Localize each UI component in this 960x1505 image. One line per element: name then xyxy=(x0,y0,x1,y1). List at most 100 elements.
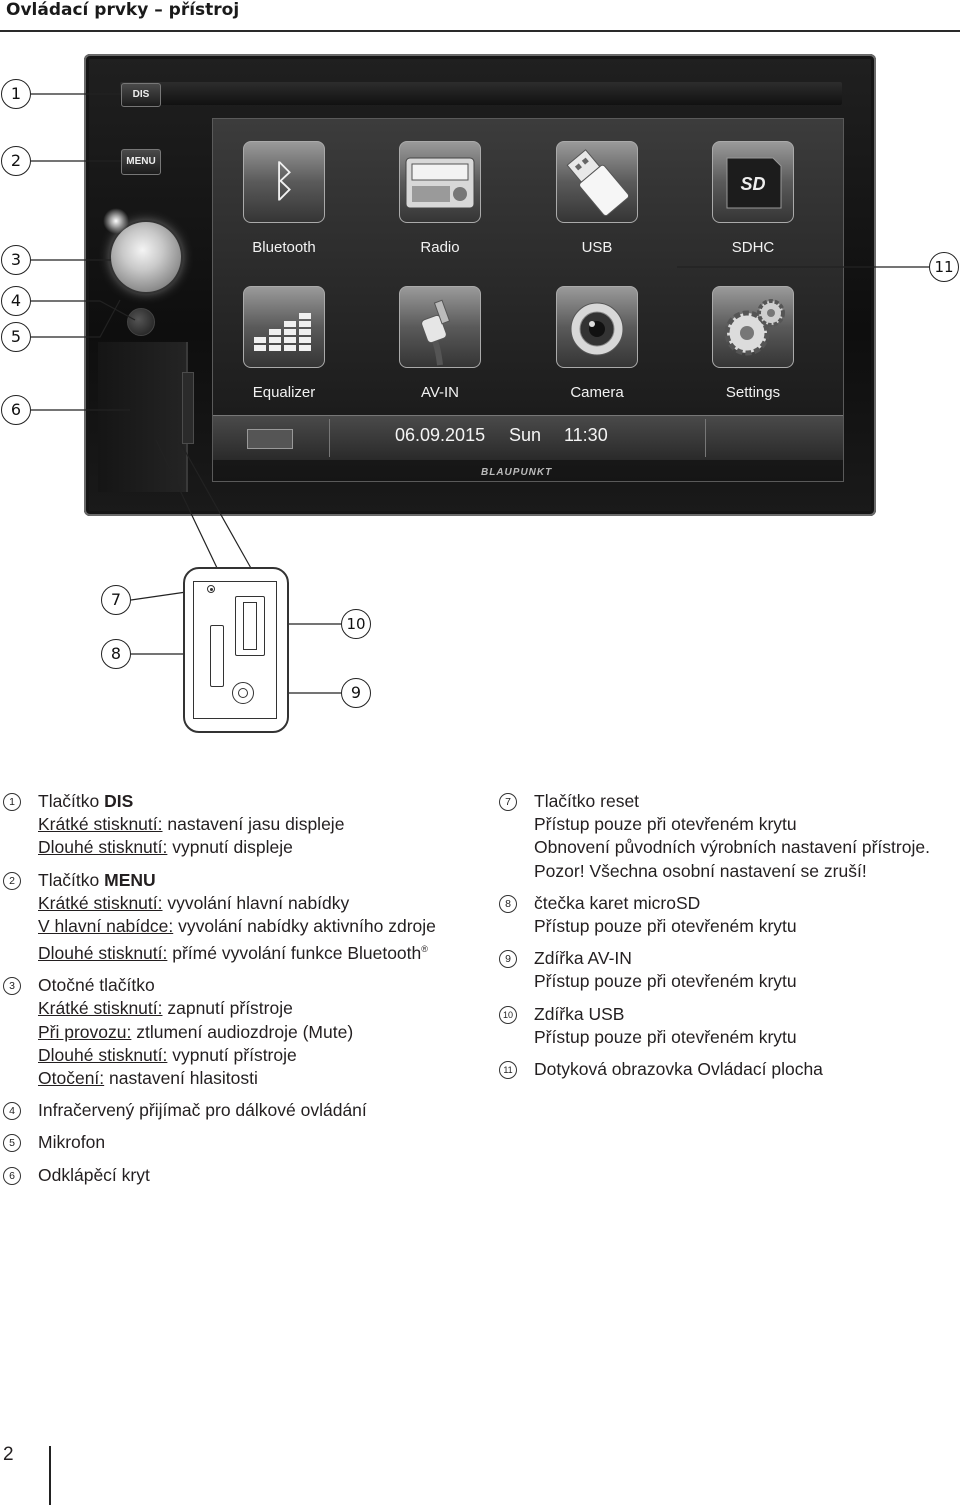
app-tile-bluetooth[interactable]: ᛒ xyxy=(243,141,325,223)
entry-title: Zdířka USB xyxy=(534,1003,625,1024)
desc: vypnutí přístroje xyxy=(167,1044,297,1065)
usb-port-inner xyxy=(243,602,257,650)
desc: Pozor! Všechna osobní nastavení se zruší… xyxy=(534,860,867,881)
equalizer-icon xyxy=(254,313,311,351)
app-label: USB xyxy=(581,239,613,256)
legend-entry-2: 2 Tlačítko MENU Krátké stisknutí: vyvolá… xyxy=(3,869,473,966)
desc: vyvolání hlavní nabídky xyxy=(162,892,350,913)
legend-number: 9 xyxy=(499,950,517,969)
callout-6: 6 xyxy=(1,395,31,425)
desc: Přístup pouze při otevřeném krytu xyxy=(534,814,797,835)
menu-button[interactable]: MENU xyxy=(121,149,161,175)
desc: ztlumení audiozdroje (Mute) xyxy=(131,1021,354,1042)
leader-lines xyxy=(31,93,929,694)
desc: vypnutí displeje xyxy=(167,837,293,858)
app-label: AV-IN xyxy=(420,384,460,401)
legend-number: 6 xyxy=(3,1166,21,1185)
gears-icon xyxy=(724,299,785,356)
desc: Přístup pouze při otevřeném krytu xyxy=(534,916,797,937)
legend-entry-5: 5 Mikrofon xyxy=(3,1131,473,1154)
term: Krátké stisknutí: xyxy=(38,998,163,1019)
legend-number: 11 xyxy=(499,1061,517,1080)
legend-entry-10: 10 Zdířka USB Přístup pouze při otevřené… xyxy=(499,1003,959,1049)
app-tile-equalizer[interactable] xyxy=(243,286,325,368)
av-in-jack-inner xyxy=(238,688,248,698)
legend-number: 2 xyxy=(3,871,21,890)
desc: Obnovení původních výrobních nastavení p… xyxy=(534,837,930,858)
touchscreen[interactable]: ᛒ Bluetooth Radio USB SD SDHC xyxy=(212,118,844,482)
app-tile-av-in[interactable] xyxy=(399,286,481,368)
desc: nastavení hlasitosti xyxy=(104,1068,258,1089)
entry-title: Zdířka AV-IN xyxy=(534,948,632,969)
entry-title-bold: MENU xyxy=(104,869,156,890)
entry-title: Odklápěcí kryt xyxy=(38,1164,150,1185)
usb-icon xyxy=(566,149,630,217)
entry-title: Tlačítko xyxy=(38,791,105,811)
volume-knob[interactable] xyxy=(111,222,181,292)
device-top-strip xyxy=(120,82,842,105)
legend-entry-9: 9 Zdířka AV-IN Přístup pouze při otevřen… xyxy=(499,947,959,993)
microsd-slot[interactable] xyxy=(210,625,224,687)
legend-left: 1 Tlačítko DIS Krátké stisknutí: nastave… xyxy=(3,790,473,1196)
term: Dlouhé stisknutí: xyxy=(38,943,168,964)
app-tile-usb[interactable] xyxy=(556,141,638,223)
app-label: Equalizer xyxy=(252,384,316,401)
dis-button[interactable]: DIS xyxy=(121,83,161,107)
legend-entry-8: 8 čtečka karet microSD Přístup pouze při… xyxy=(499,892,959,938)
front-panel-inner xyxy=(193,581,277,719)
registered-mark: ® xyxy=(421,944,428,955)
status-date: 06.09.2015 xyxy=(395,425,486,445)
legend-number: 4 xyxy=(3,1102,21,1121)
callout-11: 11 xyxy=(929,252,959,282)
app-label: SDHC xyxy=(731,239,775,256)
legend-entry-6: 6 Odklápěcí kryt xyxy=(3,1164,473,1187)
cover-hinge xyxy=(182,372,194,444)
callout-10: 10 xyxy=(341,609,371,639)
callout-5: 5 xyxy=(1,322,31,352)
entry-title-bold: DIS xyxy=(104,791,134,811)
footer-divider xyxy=(49,1446,51,1505)
camera-icon xyxy=(570,302,624,356)
app-tile-camera[interactable] xyxy=(556,286,638,368)
desc: nastavení jasu displeje xyxy=(162,814,345,835)
status-bar xyxy=(213,415,843,460)
app-label: Camera xyxy=(570,384,624,401)
callout-8: 8 xyxy=(101,639,131,669)
status-divider xyxy=(329,419,330,457)
legend-entry-4: 4 Infračervený přijímač pro dálkové ovlá… xyxy=(3,1099,473,1122)
legend-number: 7 xyxy=(499,793,517,811)
source-indicator-icon xyxy=(247,429,293,449)
term: Krátké stisknutí: xyxy=(38,814,163,835)
app-tile-radio[interactable] xyxy=(399,141,481,223)
legend-number: 8 xyxy=(499,894,517,913)
legend-entry-11: 11 Dotyková obrazovka Ovládací plocha xyxy=(499,1058,959,1081)
status-day: Sun xyxy=(509,425,542,445)
legend-right: 7 Tlačítko reset Přístup pouze při otevř… xyxy=(499,790,959,1090)
app-tile-sdhc[interactable]: SD xyxy=(712,141,794,223)
term: Při provozu: xyxy=(38,1021,132,1042)
title-divider xyxy=(0,30,960,32)
page-number: 2 xyxy=(3,1444,14,1465)
entry-title: Infračervený přijímač pro dálkové ovládá… xyxy=(38,1100,367,1121)
legend-number: 5 xyxy=(3,1134,21,1153)
callout-7: 7 xyxy=(101,585,131,615)
callout-9: 9 xyxy=(341,678,371,708)
reset-button[interactable] xyxy=(207,585,215,593)
desc: Přístup pouze při otevřeném krytu xyxy=(534,1026,797,1047)
usb-port[interactable] xyxy=(235,596,265,656)
callout-4: 4 xyxy=(1,286,31,316)
av-in-jack[interactable] xyxy=(232,682,254,704)
term: Krátké stisknutí: xyxy=(38,892,163,913)
bluetooth-icon: ᛒ xyxy=(270,156,298,207)
knob-light-glint xyxy=(103,208,129,234)
legend-number: 10 xyxy=(499,1005,517,1024)
desc: Přístup pouze při otevřeném krytu xyxy=(534,971,797,992)
term: Dlouhé stisknutí: xyxy=(38,837,168,858)
entry-title: Tlačítko xyxy=(38,869,105,890)
app-tile-settings[interactable] xyxy=(712,286,794,368)
entry-title: Dotyková obrazovka Ovládací plocha xyxy=(534,1059,823,1080)
app-label: Bluetooth xyxy=(252,239,316,256)
ir-sensor xyxy=(127,308,155,336)
legend-entry-1: 1 Tlačítko DIS Krátké stisknutí: nastave… xyxy=(3,790,473,860)
legend-number: 3 xyxy=(3,977,21,996)
